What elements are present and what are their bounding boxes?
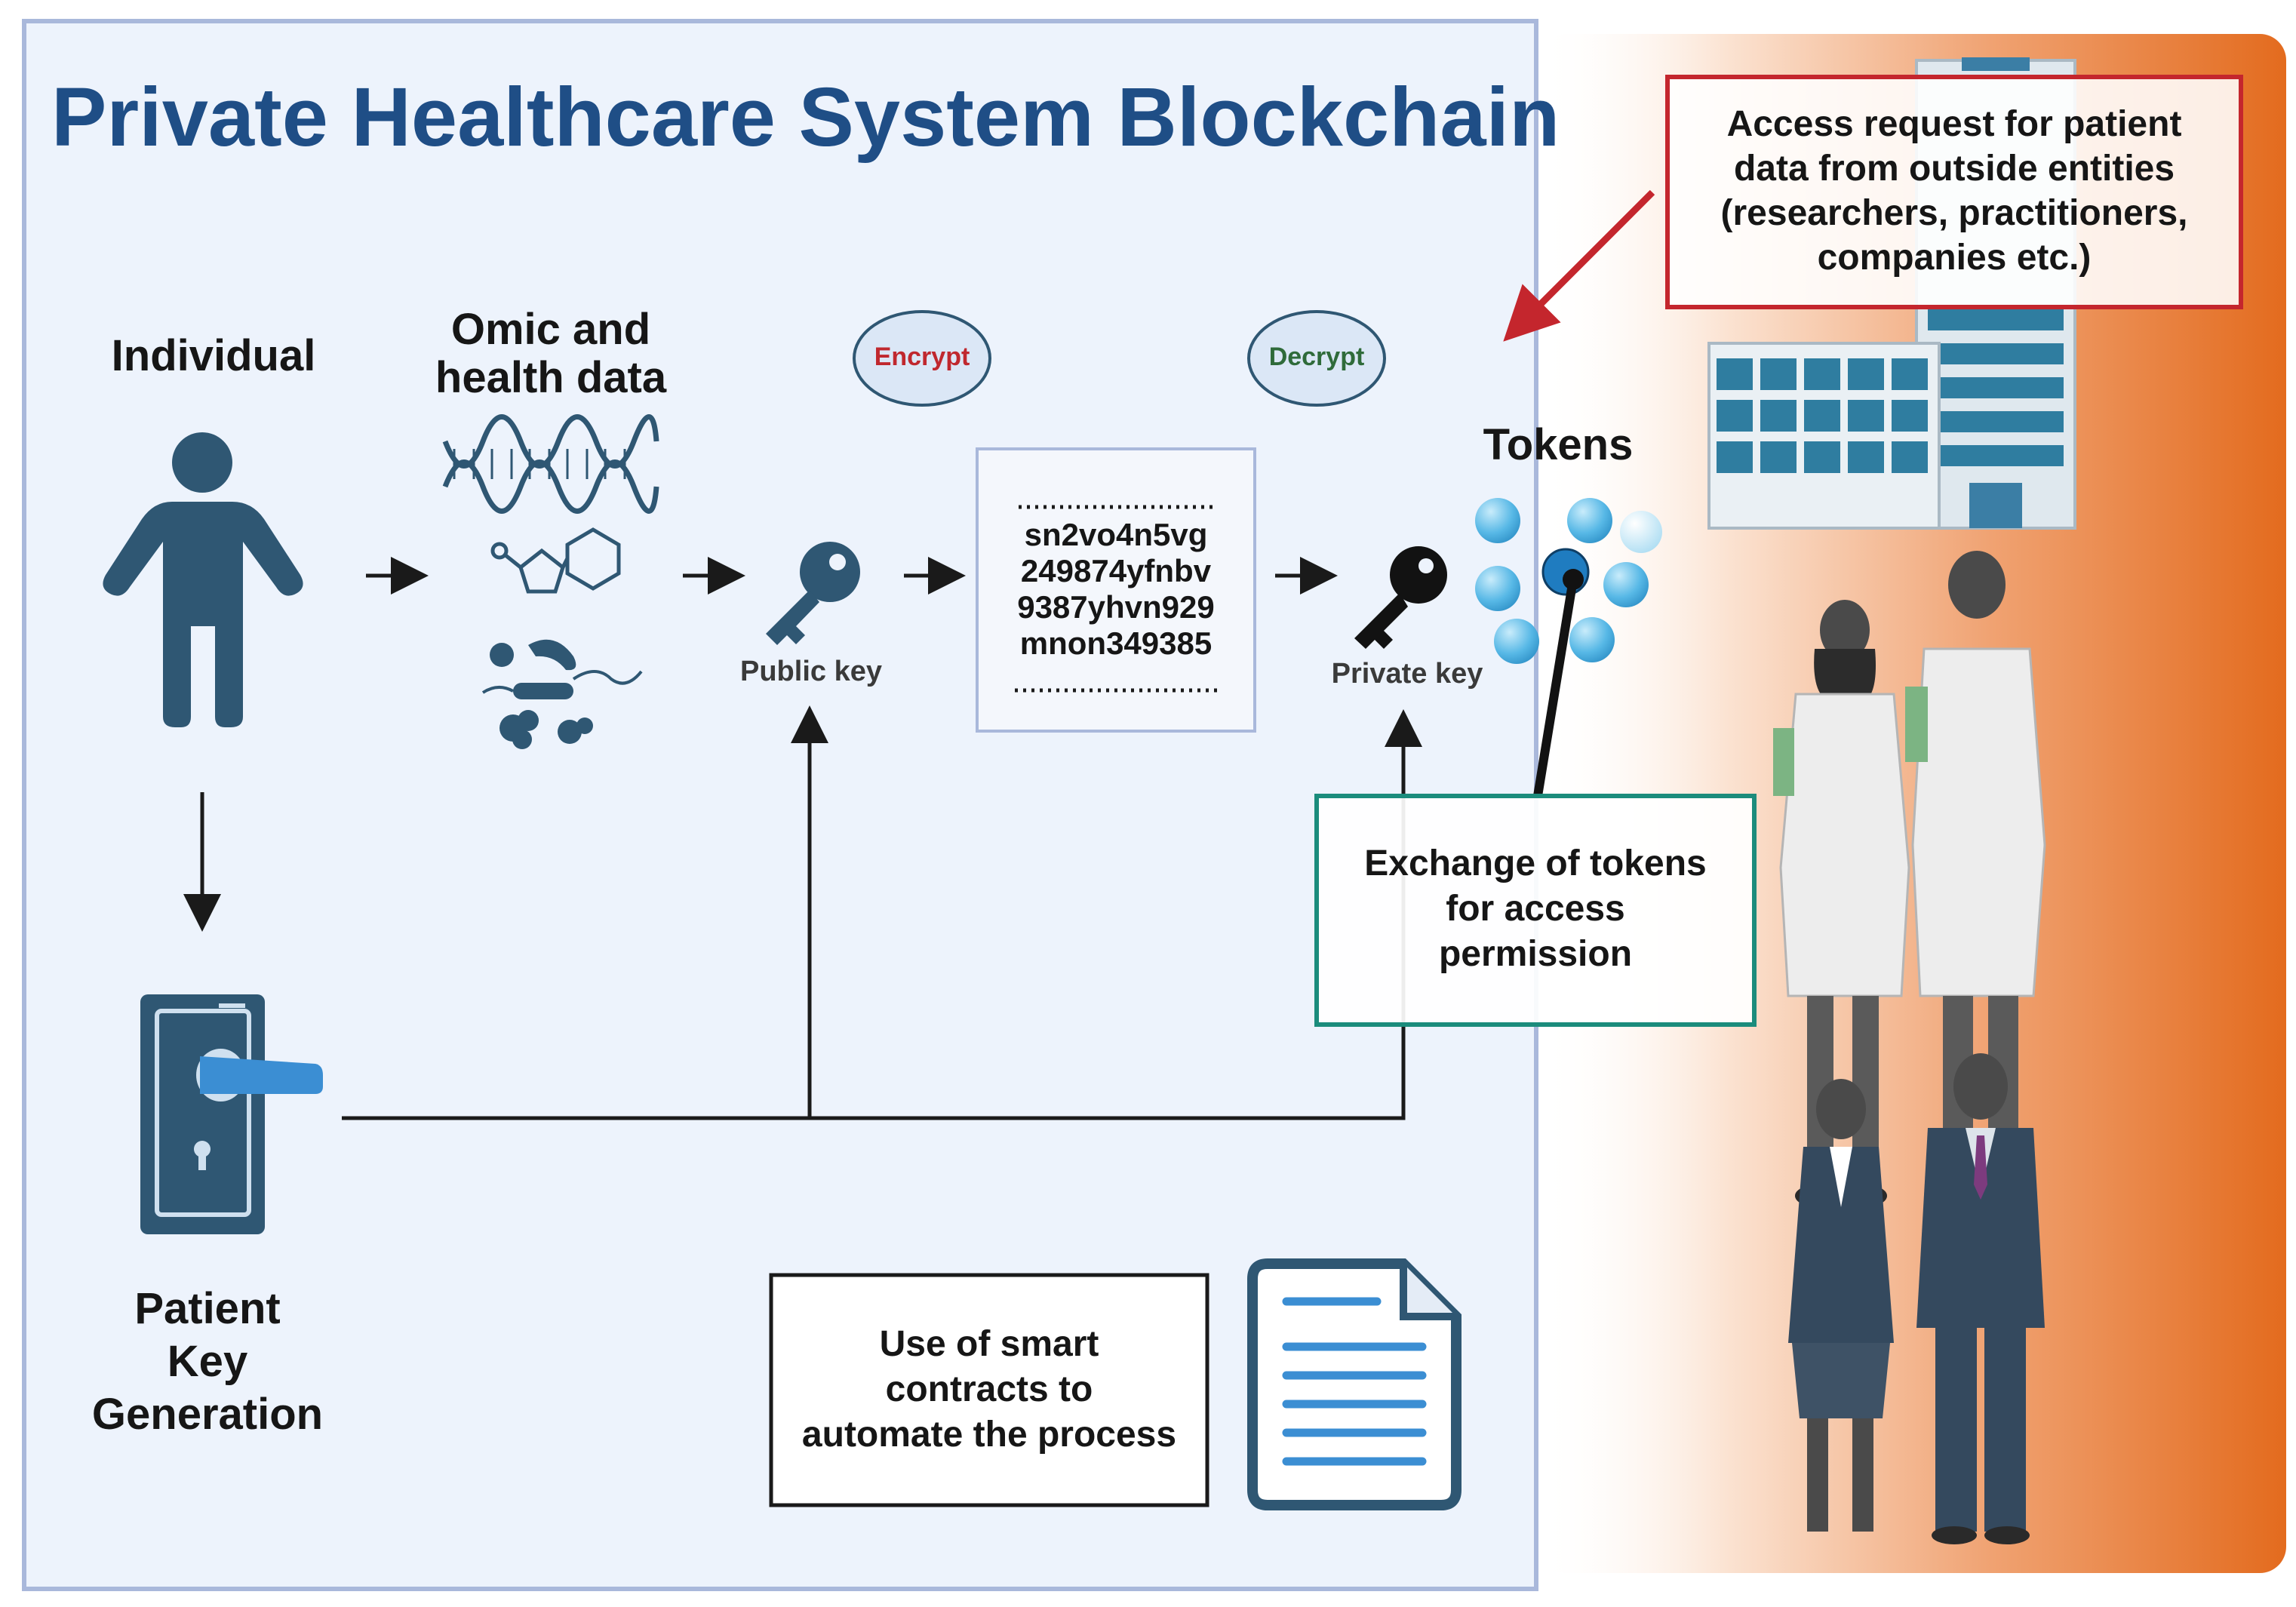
dna-icon bbox=[442, 414, 659, 514]
token-exchange-text: Exchange of tokens for access permission bbox=[1364, 843, 1707, 974]
token-exchange-box bbox=[1314, 794, 1757, 1027]
person-icon bbox=[103, 432, 303, 727]
tokens-label: Tokens bbox=[1483, 420, 1634, 469]
door-lock-icon bbox=[140, 994, 323, 1234]
patient-key-generation-label: Patient Key Generation bbox=[91, 1284, 324, 1439]
private-key-icon bbox=[1354, 546, 1447, 649]
document-icon bbox=[1247, 1258, 1462, 1510]
omic-data-label: Omic and health data bbox=[435, 305, 667, 402]
public-key-label: Public key bbox=[740, 656, 882, 687]
decrypt-label: Decrypt bbox=[1268, 343, 1365, 371]
microbes-icon bbox=[481, 639, 643, 749]
decrypt-bubble bbox=[1247, 310, 1386, 407]
public-key-icon bbox=[766, 542, 860, 645]
cipher-text: sn2vo4n5vg 249874yfnbv 9387yhvn929 mnon3… bbox=[1017, 517, 1215, 661]
access-request-box bbox=[1665, 75, 2243, 309]
encrypt-label: Encrypt bbox=[874, 343, 970, 371]
individual-label: Individual bbox=[111, 331, 316, 380]
smart-contract-text: Use of smart contracts to automate the p… bbox=[801, 1324, 1177, 1455]
dna-rungs bbox=[453, 449, 626, 479]
encrypt-bubble bbox=[853, 310, 991, 407]
businesswoman-icon bbox=[1788, 1079, 1894, 1532]
molecule-icon bbox=[490, 527, 621, 594]
access-request-text: Access request for patient data from out… bbox=[1720, 104, 2188, 278]
scientist-icon-1 bbox=[1773, 600, 1910, 1206]
token-exchange-connector bbox=[1533, 579, 1578, 797]
private-key-label: Private key bbox=[1331, 658, 1483, 690]
token-connector-dot bbox=[1563, 569, 1584, 590]
smart-contract-box bbox=[769, 1273, 1209, 1507]
businessman-icon bbox=[1916, 1053, 2045, 1544]
access-request-arrow bbox=[1503, 189, 1655, 342]
cipher-box bbox=[976, 447, 1256, 733]
diagram-title: Private Healthcare System Blockchain bbox=[51, 71, 1560, 164]
